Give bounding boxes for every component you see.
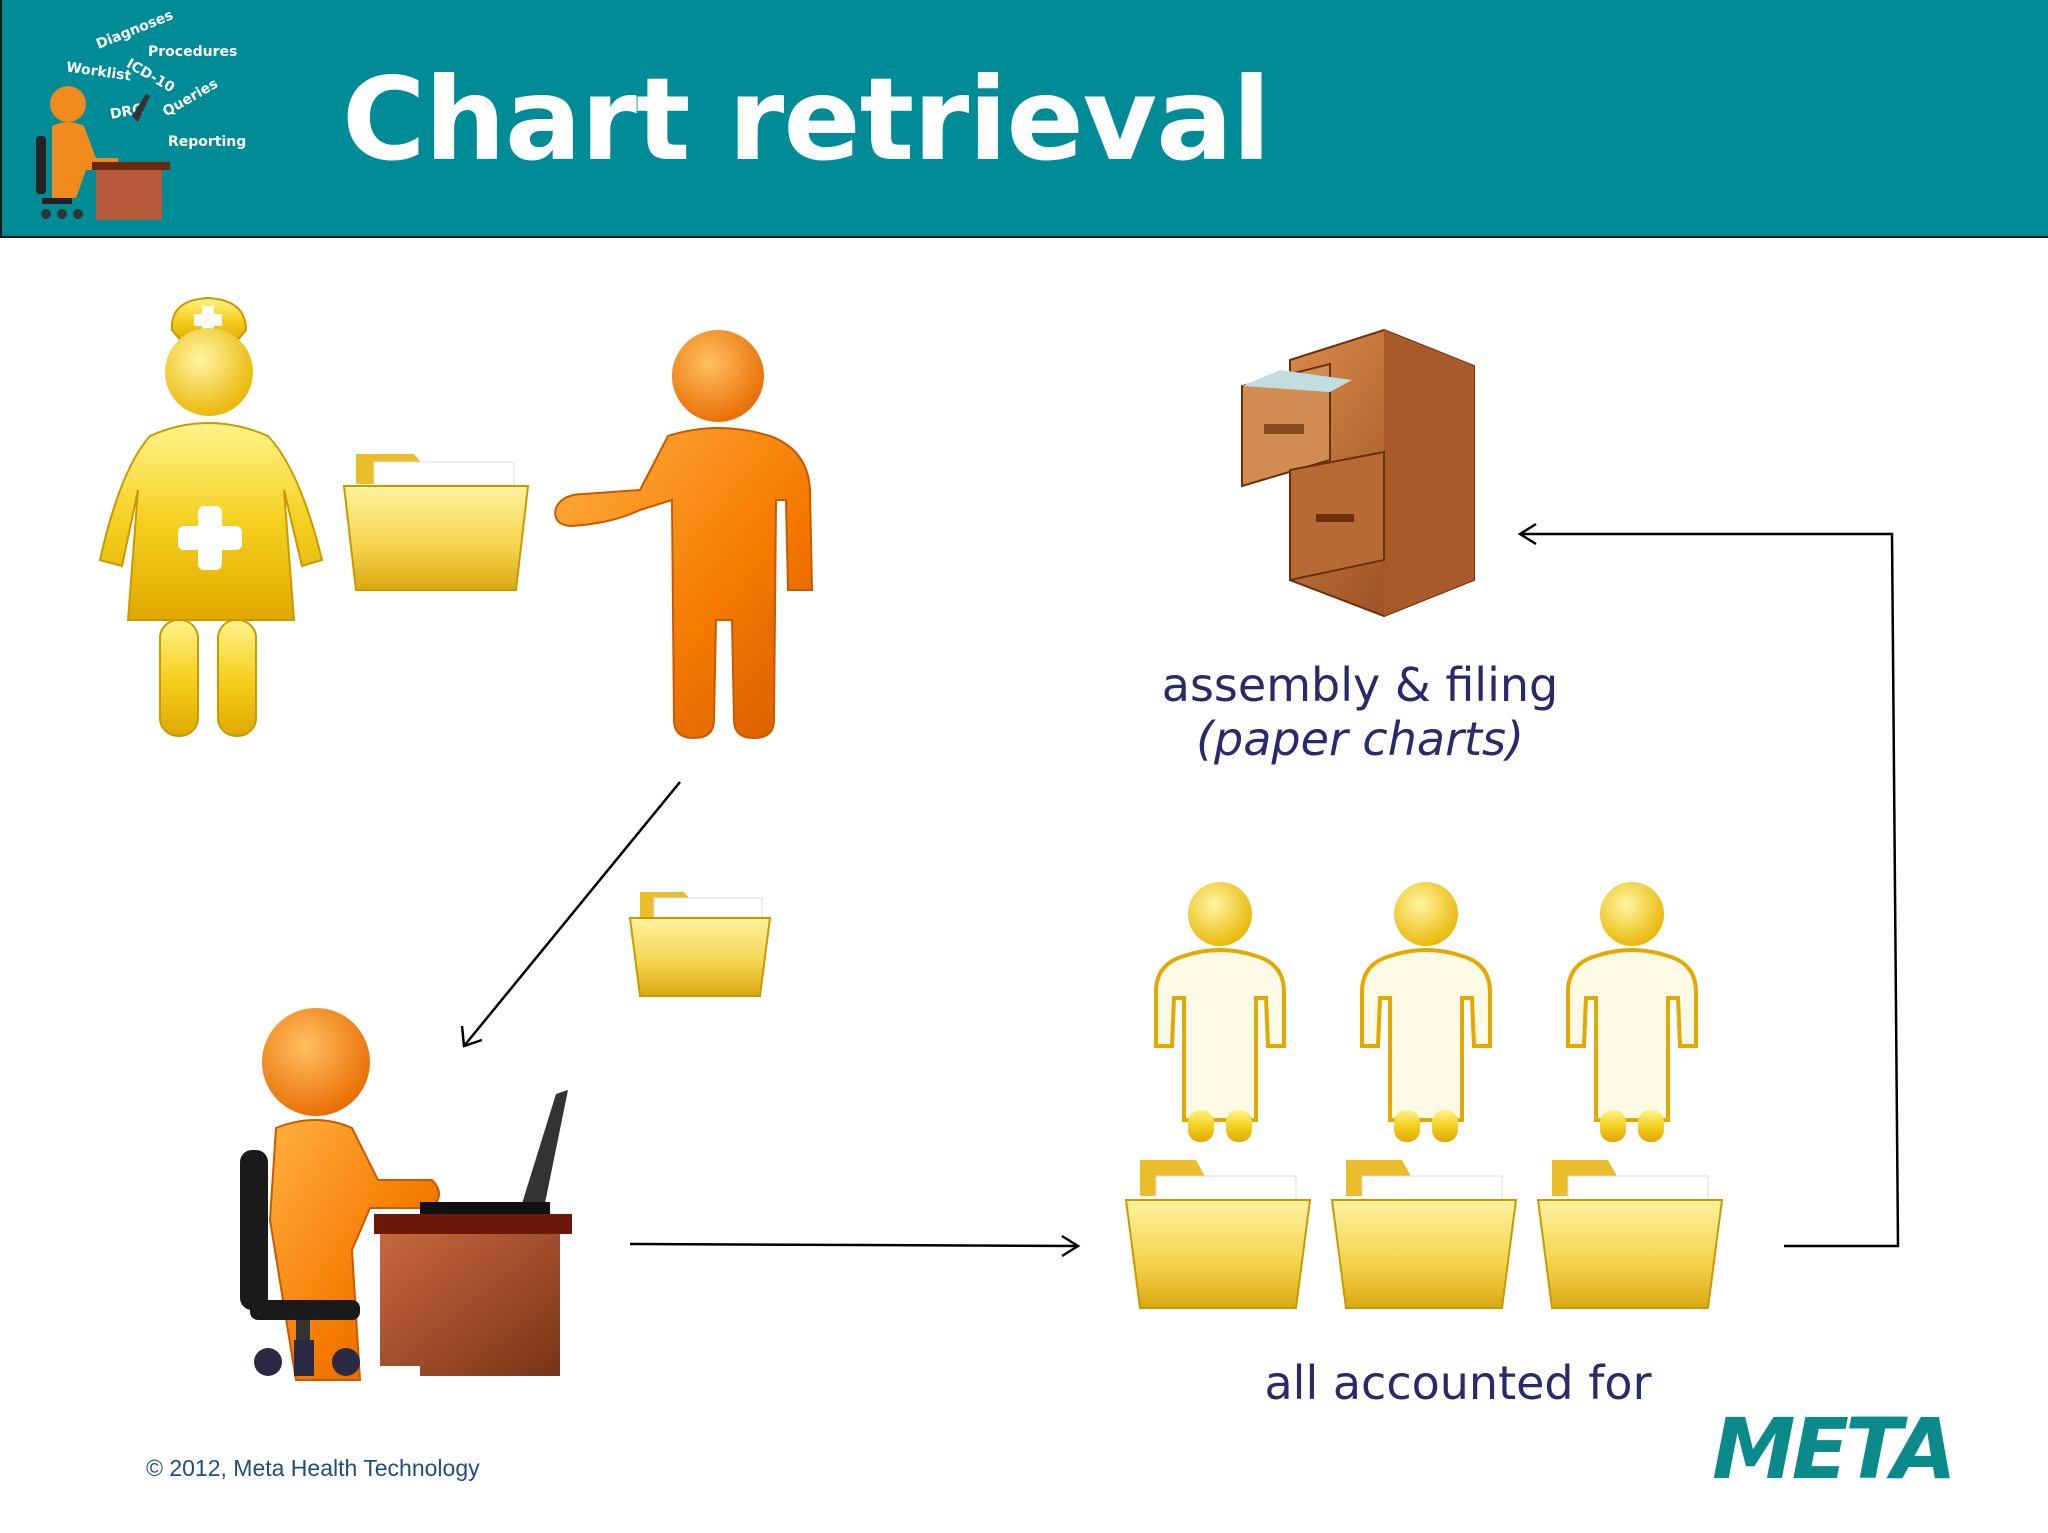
patient-icon [1566,882,1698,1142]
meta-logo: META [1712,1400,1957,1498]
logo-word-procedures: Procedures [148,44,238,60]
copyright-text: © 2012, Meta Health Technology [146,1455,480,1481]
caption-filing-line2: (paper charts) [1160,712,1560,766]
patient-icon [1360,882,1492,1142]
folder-icon [628,892,772,997]
caption-filing-line2-text: (paper charts) [1196,712,1524,766]
folder-icon [1124,1160,1312,1309]
header-logo: Diagnoses Procedures Worklist ICD-10 Que… [32,7,252,230]
folder-icon [342,454,530,591]
folder-icon [1330,1160,1518,1309]
patient-group [1124,882,1724,1309]
logo-word-reporting: Reporting [168,134,247,150]
header-banner: Diagnoses Procedures Worklist ICD-10 Que… [0,0,2048,238]
nurse-icon [98,296,324,737]
arrow-icon [460,781,681,1048]
filing-cabinet-icon [1241,328,1475,618]
worker-at-desk-icon [240,1008,572,1381]
caption-filing: assembly & filing (paper charts) [1160,658,1560,766]
folder-icon [1536,1160,1724,1309]
page-title: Chart retrieval [342,53,1271,186]
patient-icon [1154,882,1286,1142]
caption-filing-line1: assembly & filing [1161,658,1559,712]
caption-accounted: all accounted for [1264,1356,1652,1410]
arrow-icon [629,1234,1081,1258]
worker-at-desk-icon [36,86,170,220]
meta-logo-text: META [1712,1400,1957,1498]
arrow-icon [1517,522,1900,1248]
person-icon [554,330,814,740]
